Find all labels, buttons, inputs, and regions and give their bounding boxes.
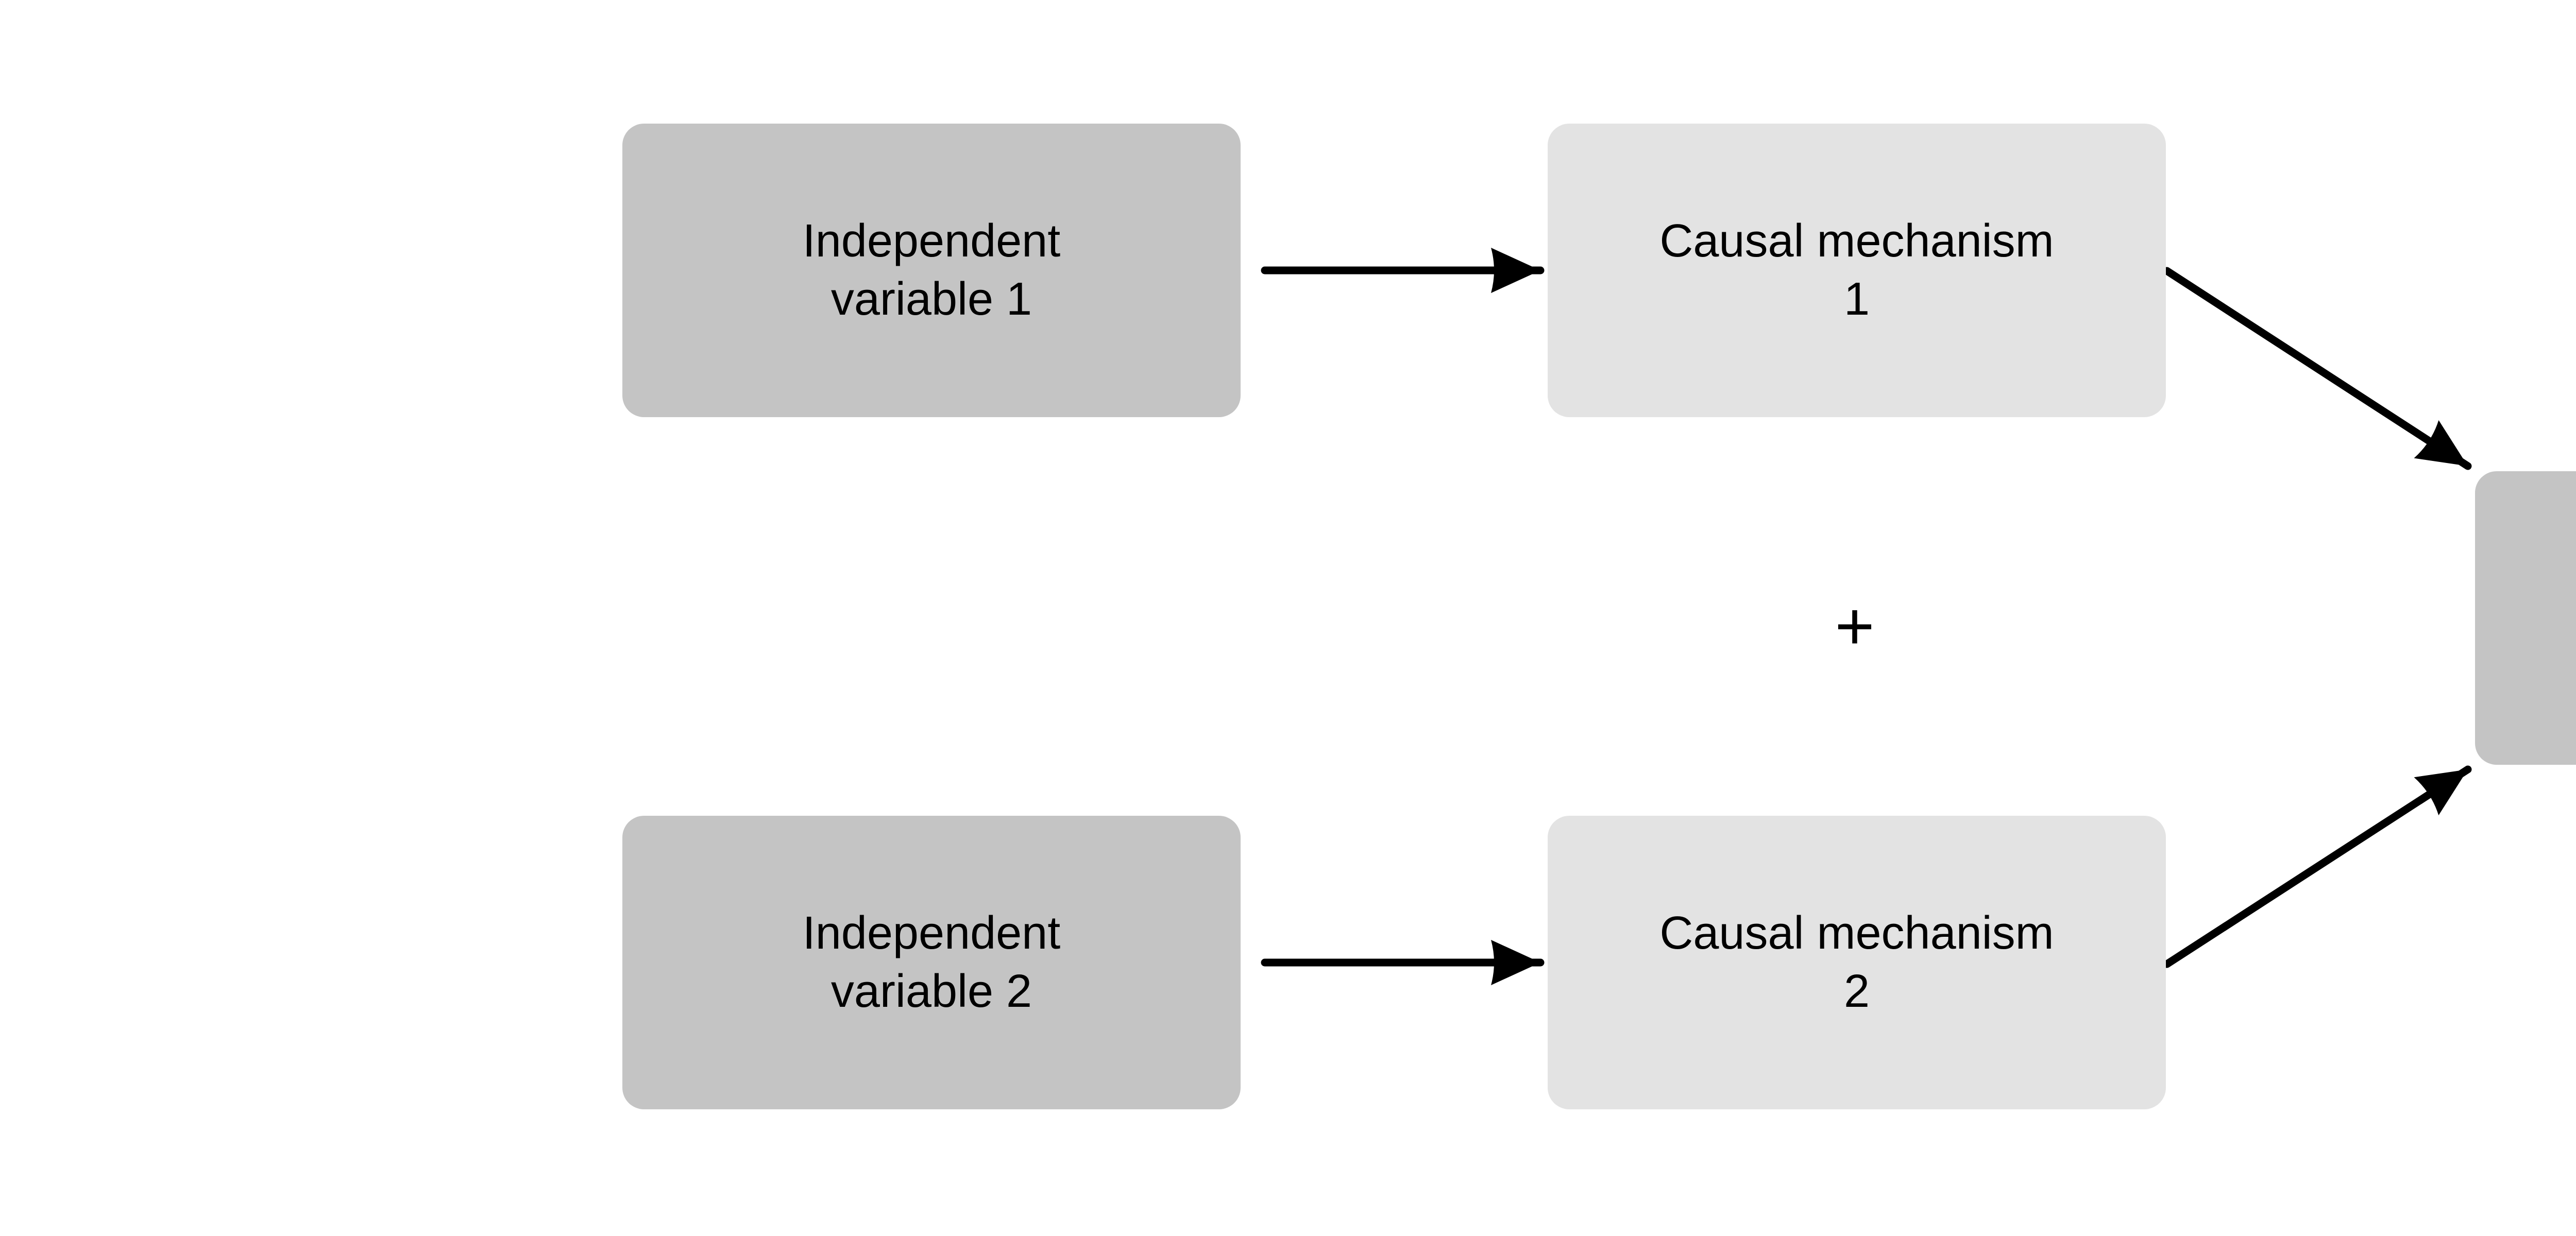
node-label-line: 2 (1843, 966, 1870, 1017)
node-label-line: Independent (802, 215, 1061, 267)
node-label-line: Causal mechanism (1659, 215, 2054, 267)
node-label-line: 1 (1843, 273, 1870, 325)
node-label-line: variable 1 (831, 273, 1032, 325)
node-label-line: variable 2 (831, 966, 1032, 1017)
plus-operator: + (1835, 588, 1875, 664)
arrow-cm2-to-dv (2163, 765, 2472, 968)
node-independent-variable-1: Independent variable 1 (622, 124, 1241, 417)
node-label-line: Independent (802, 907, 1061, 959)
arrow-cm1-to-dv (2163, 267, 2472, 470)
node-dependent-variable: Dependent variable (2475, 471, 2576, 765)
node-causal-mechanism-1: Causal mechanism 1 (1548, 124, 2166, 417)
node-label-line: Causal mechanism (1659, 907, 2054, 959)
node-causal-mechanism-2: Causal mechanism 2 (1548, 816, 2166, 1109)
node-independent-variable-2: Independent variable 2 (622, 816, 1241, 1109)
